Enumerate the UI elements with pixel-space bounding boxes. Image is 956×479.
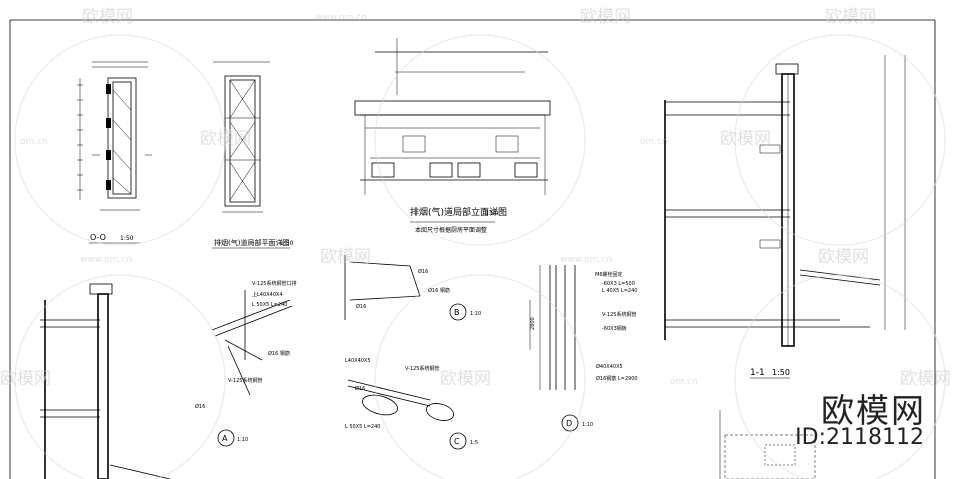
detail-a-label-1: L 50X5 L=240 xyxy=(252,302,287,308)
detail-d: 2800 D 1:10 M6螺栓固定 -60X3 L=500 V-125系统钢管… xyxy=(529,265,638,432)
detail-d-label-0: M6螺栓固定 xyxy=(595,271,623,278)
watermark-brand-4: 欧模网 xyxy=(200,129,251,149)
watermark-brand-9: 欧模网 xyxy=(440,369,491,389)
watermark-brand-10: 欧模网 xyxy=(900,369,951,389)
oo-title: O-O xyxy=(90,233,106,242)
watermark-brand-7: 欧模网 xyxy=(818,247,869,267)
detail-a: A 1:10 V-125系统钢管口排 L 50X5 L=240 上L40X40X… xyxy=(195,280,296,447)
detail-a-label-5: Ø16 xyxy=(195,403,205,410)
view-one: 1-1 1:50 xyxy=(664,55,906,379)
detail-c-scale: 1:5 xyxy=(470,440,478,446)
detail-c-label-3: Ø16 xyxy=(355,385,365,392)
watermark-brand-3: 欧模网 xyxy=(825,7,876,27)
detail-b-mark: B xyxy=(454,308,460,317)
detail-a-label-0: V-125系统钢管口排 xyxy=(252,280,296,287)
plan-scale: 1:50 xyxy=(280,240,294,247)
watermark-brand-2: 欧模网 xyxy=(580,7,631,27)
section-note: 本图尺寸根据厨房平面调整 xyxy=(415,226,487,234)
detail-c-label-0: L40X40X5 xyxy=(345,358,371,364)
one-title: 1-1 xyxy=(750,368,765,378)
watermark-brand-1: 欧模网 xyxy=(82,7,133,27)
detail-a-label-3: Ø16 钢筋 xyxy=(268,350,290,357)
detail-c-mark: C xyxy=(454,437,460,446)
watermark-site-6: om.cn xyxy=(670,377,698,387)
detail-d-label-1: -60X3 L=500 xyxy=(602,281,635,287)
watermark-site-3: om.cn xyxy=(640,137,668,147)
detail-c: C 1:5 L40X40X5 V-125系统钢管 L 50X5 L=240 Ø1… xyxy=(345,358,478,450)
detail-b-label-1: Ø16 钢筋 xyxy=(428,287,450,294)
watermark-site-2: om.cn xyxy=(20,137,48,147)
watermark-site-5: www.om.cn xyxy=(560,255,612,265)
drawing-frame xyxy=(9,19,936,479)
plan-title: 排烟(气)道局部平面详图 xyxy=(214,238,289,247)
view-section: 排烟(气)道局部立面详图 1:50 本图尺寸根据厨房平面调整 xyxy=(354,38,551,234)
watermark-brand-6: 欧模网 xyxy=(320,247,371,267)
view-oo: O-O 1:50 xyxy=(77,61,152,244)
detail-d-mark: D xyxy=(566,419,572,428)
section-scale: 1:50 xyxy=(485,210,499,217)
oo-scale: 1:50 xyxy=(120,235,134,242)
detail-a-label-2: 上L40X40X4 xyxy=(252,291,283,298)
detail-a-scale: 1:10 xyxy=(237,437,248,443)
watermarks: 欧模网 www.om.cn 欧模网 欧模网 欧模网 om.cn om.cn 欧模… xyxy=(0,7,951,479)
detail-d-label-3: L 40X5 L=240 xyxy=(602,288,637,294)
detail-d-label-2: V-125系统钢管 xyxy=(602,311,636,318)
detail-d-label-5: Ø40X40X5 xyxy=(596,363,623,370)
watermark-brand-8: 欧模网 xyxy=(0,369,51,389)
detail-d-scale: 1:10 xyxy=(582,422,593,428)
watermark-site-1: www.om.cn xyxy=(315,13,367,23)
one-scale: 1:50 xyxy=(772,368,790,377)
grid-block xyxy=(719,410,816,479)
detail-d-dim: 2800 xyxy=(530,317,536,330)
detail-c-label-1: V-125系统钢管 xyxy=(405,365,439,372)
detail-c-label-2: L 50X5 L=240 xyxy=(345,424,380,430)
watermark-site-4: www.om.cn xyxy=(80,255,132,265)
brand-name-overlay: 欧模网 xyxy=(821,391,926,430)
detail-b-label-2: Ø16 xyxy=(356,303,366,310)
watermark-brand-5: 欧模网 xyxy=(720,129,771,149)
detail-d-label-4: -60X3钢板 xyxy=(602,325,627,332)
section-title: 排烟(气)道局部立面详图 xyxy=(410,206,507,218)
detail-a-mark: A xyxy=(222,434,228,443)
detail-d-label-6: Ø16钢筋 L=2900 xyxy=(596,375,638,382)
detail-b-scale: 1:10 xyxy=(470,311,481,317)
detail-a-label-4: V-125系统钢管 xyxy=(228,377,262,384)
view-left-partial xyxy=(40,283,171,479)
detail-b-label-0: Ø16 xyxy=(418,268,428,275)
view-plan: 排烟(气)道局部平面详图 1:50 xyxy=(212,61,294,249)
detail-b: B 1:10 Ø16 Ø16 钢筋 Ø16 xyxy=(344,255,481,321)
brand-id-overlay: ID:2118112 xyxy=(795,425,924,450)
